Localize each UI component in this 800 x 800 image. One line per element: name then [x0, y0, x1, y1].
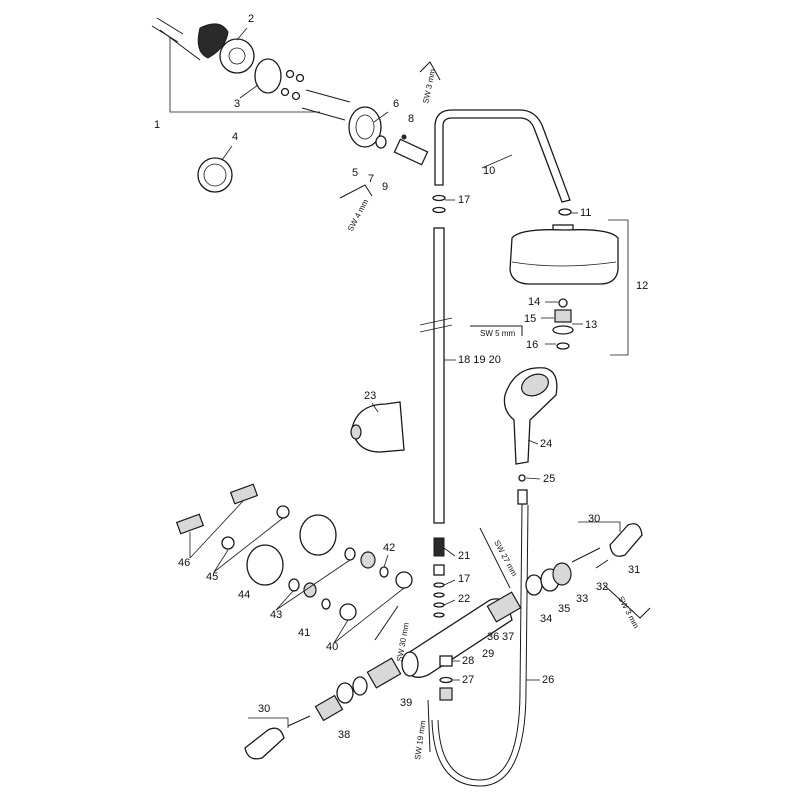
overhead-shower-12 [509, 224, 619, 285]
joint-13 [541, 298, 583, 350]
o-rings-22 [433, 582, 445, 618]
label-3: 3 [234, 98, 240, 110]
small-nuts [280, 69, 305, 101]
label-40: 40 [326, 641, 338, 653]
label-5: 5 [352, 167, 358, 179]
leader-lines [189, 27, 578, 681]
holder-23 [350, 401, 405, 453]
label-28: 28 [462, 655, 474, 667]
label-30-right: 30 [588, 513, 600, 525]
label-42: 42 [383, 542, 395, 554]
riser-arm-10 [434, 109, 571, 203]
wrench-label-sw5: SW 5 mm [480, 329, 515, 338]
hex-key-30mm [374, 605, 399, 641]
hex-key-27mm [479, 527, 511, 589]
label-29: 29 [482, 648, 494, 660]
cover-disc-4 [197, 157, 233, 193]
label-25: 25 [543, 473, 555, 485]
screw-32 [571, 547, 609, 569]
label-37: 37 [502, 631, 514, 643]
label-1: 1 [154, 119, 160, 131]
label-9: 9 [382, 181, 388, 193]
covers-44 [246, 514, 337, 586]
label-8: 8 [408, 113, 414, 125]
hex-key-4mm [339, 184, 373, 199]
label-36: 36 [487, 631, 499, 643]
part-39 [336, 657, 402, 704]
long-screws [301, 89, 351, 121]
wrench-label-sw3-top: SW 3 mm [421, 68, 437, 105]
o-rings-17 [432, 194, 446, 214]
wrench-label-sw3-right: SW 3 mm [616, 595, 641, 631]
label-32: 32 [596, 581, 608, 593]
pin-8 [401, 134, 407, 140]
label-34: 34 [540, 613, 552, 625]
wall-screws-top [151, 17, 201, 61]
nuts-40 [339, 571, 413, 621]
connectors-46 [175, 483, 259, 535]
label-21: 21 [458, 550, 470, 562]
wrench-label-sw27: SW 27 mm [492, 539, 519, 578]
label-43: 43 [270, 609, 282, 621]
riser-pipe-18 [419, 227, 453, 524]
label-46: 46 [178, 557, 190, 569]
bracket-12 [608, 219, 629, 356]
label-4: 4 [232, 131, 238, 143]
knob-31 [578, 521, 643, 557]
label-23: 23 [364, 390, 376, 402]
label-41: 41 [298, 627, 310, 639]
label-17-lower: 17 [458, 573, 470, 585]
label-24: 24 [540, 438, 552, 450]
label-33: 33 [576, 593, 588, 605]
label-6: 6 [393, 98, 399, 110]
washer-11 [558, 208, 572, 216]
label-7: 7 [368, 173, 374, 185]
hose-26 [431, 474, 529, 787]
label-38: 38 [338, 729, 350, 741]
label-39: 39 [400, 697, 412, 709]
label-17-top: 17 [458, 194, 470, 206]
adapter-9 [393, 138, 429, 166]
leader-1 [169, 38, 320, 113]
label-14: 14 [528, 296, 540, 308]
label-10: 10 [483, 165, 495, 177]
knob-30-lower [244, 715, 311, 760]
label-12: 12 [636, 280, 648, 292]
hex-key-3mm-top [419, 61, 441, 81]
parts-41-43 [288, 547, 389, 610]
label-45: 45 [206, 571, 218, 583]
wrench-label-sw19: SW 19 mm [413, 720, 427, 761]
mount-plate-2 [197, 23, 255, 74]
label-35: 35 [558, 603, 570, 615]
connector-21 [433, 537, 445, 576]
label-13: 13 [585, 319, 597, 331]
label-18-19-20: 18 19 20 [458, 354, 501, 366]
hex-key-19mm [427, 699, 431, 753]
label-27: 27 [462, 674, 474, 686]
label-30-lower: 30 [258, 703, 270, 715]
cartridge-36-37 [486, 591, 522, 623]
hand-shower-24 [503, 367, 558, 465]
part-38 [314, 694, 344, 722]
hex-key-5mm [470, 325, 523, 336]
o-ring-3 [254, 58, 282, 94]
parts-27-28 [439, 655, 453, 701]
wrench-label-sw4: SW 4 mm [346, 197, 371, 233]
label-15: 15 [524, 313, 536, 325]
label-26: 26 [542, 674, 554, 686]
label-31: 31 [628, 564, 640, 576]
cover-6 [348, 106, 387, 149]
right-parts-33-35 [525, 562, 572, 596]
label-16: 16 [526, 339, 538, 351]
label-44: 44 [238, 589, 250, 601]
label-22: 22 [458, 593, 470, 605]
hex-key-3mm-right [603, 584, 651, 619]
label-11: 11 [580, 207, 591, 219]
label-2: 2 [248, 13, 254, 25]
thermostat-body-29 [401, 598, 513, 678]
